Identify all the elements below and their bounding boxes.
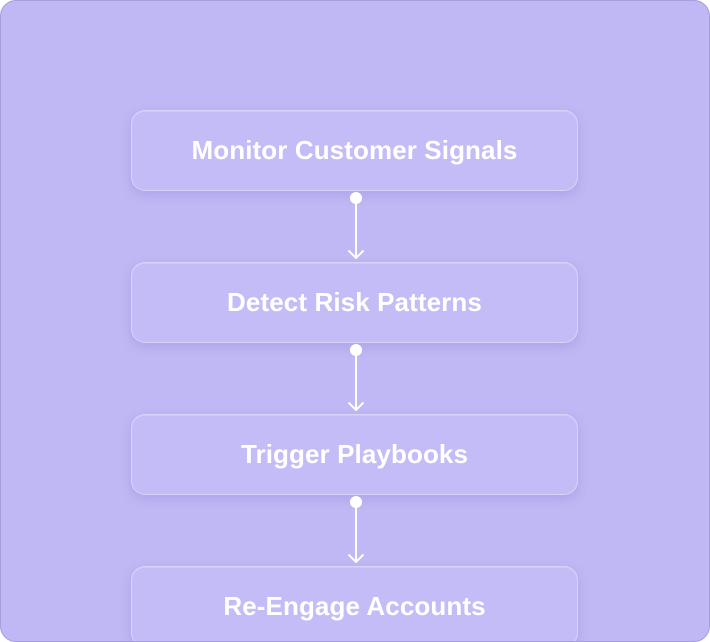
arrow-down-icon	[348, 250, 364, 259]
arrow-connector	[348, 344, 364, 411]
step-label: Detect Risk Patterns	[227, 287, 482, 317]
arrow-down-icon	[348, 402, 364, 411]
step-trigger-playbooks: Trigger Playbooks	[131, 414, 578, 495]
step-detect-risk-patterns: Detect Risk Patterns	[131, 262, 578, 343]
step-monitor-customer-signals: Monitor Customer Signals	[131, 110, 578, 191]
connector-dot	[350, 192, 362, 204]
step-re-engage-accounts: Re-Engage Accounts	[131, 566, 578, 641]
connector-dot	[350, 344, 362, 356]
connector-dot	[350, 496, 362, 508]
arrow-connector	[348, 496, 364, 563]
arrow-connector	[348, 192, 364, 259]
step-label: Re-Engage Accounts	[223, 591, 486, 621]
step-label: Trigger Playbooks	[240, 439, 469, 469]
step-label: Monitor Customer Signals	[191, 135, 518, 165]
arrow-down-icon	[348, 554, 364, 563]
